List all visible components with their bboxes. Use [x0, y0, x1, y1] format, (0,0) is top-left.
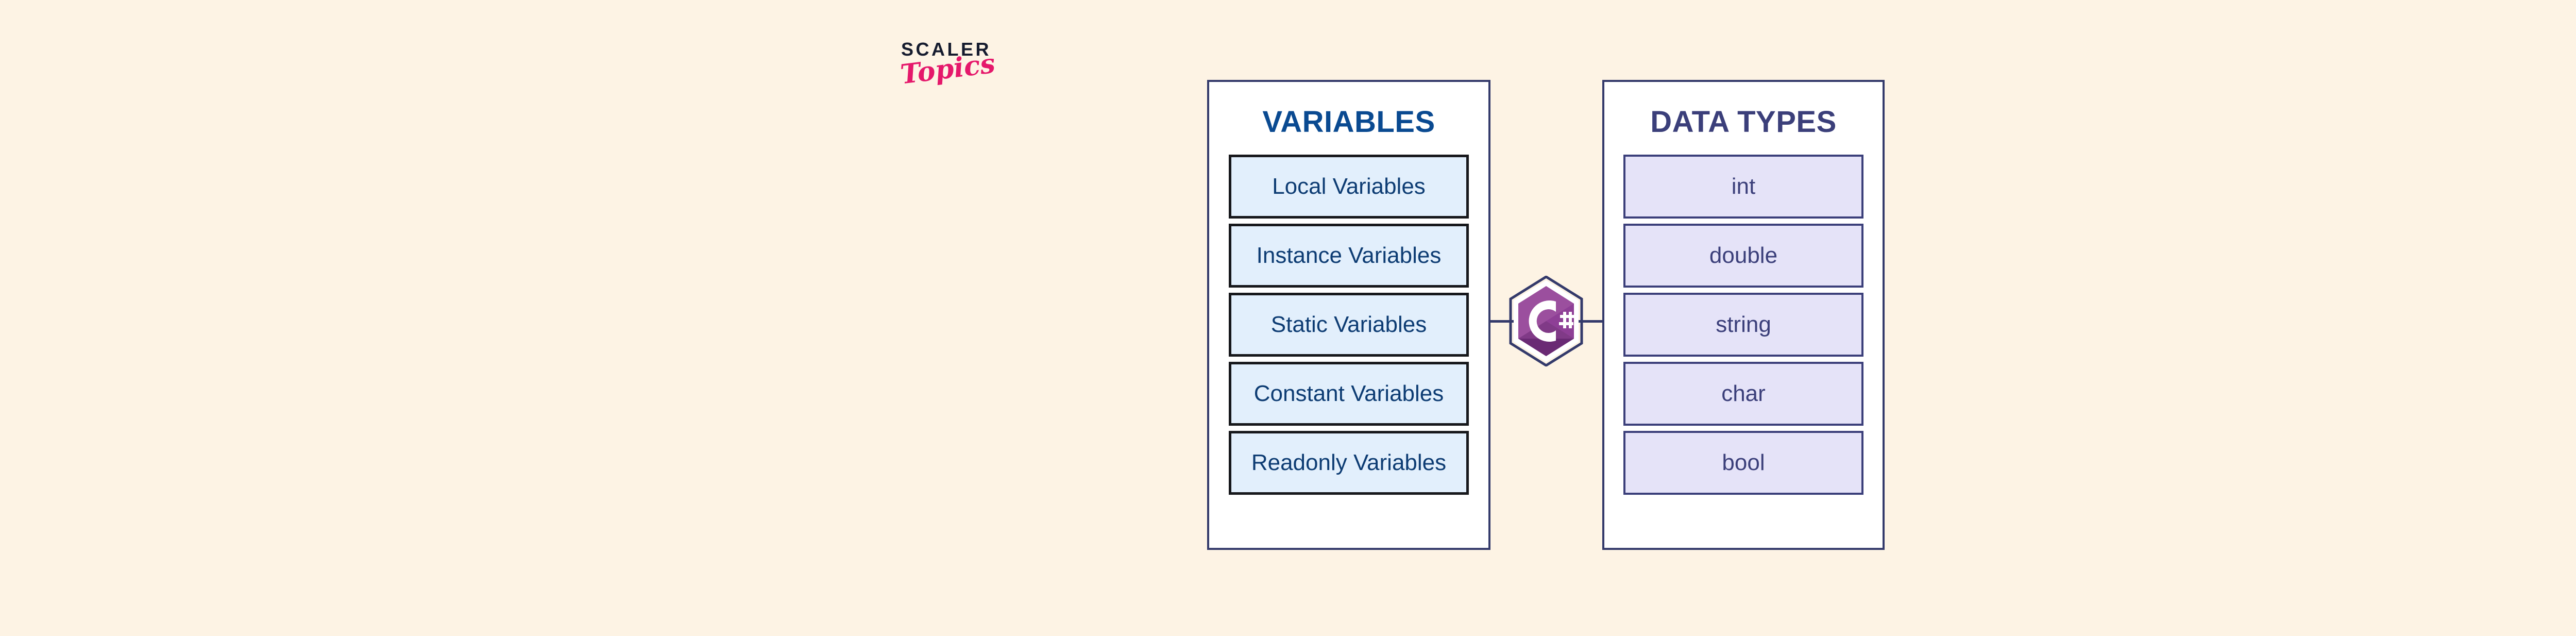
scaler-topics-logo: SCALER Topics	[899, 40, 1033, 118]
list-item[interactable]: int	[1623, 155, 1863, 219]
connector-line-right	[1575, 320, 1604, 323]
hash-glyph	[1559, 312, 1574, 328]
hexagon-outline	[1509, 276, 1583, 366]
hexagon-shade-lower	[1518, 321, 1574, 339]
variables-item-list: Local Variables Instance Variables Stati…	[1209, 155, 1488, 495]
list-item[interactable]: Readonly Variables	[1229, 431, 1469, 495]
list-item[interactable]: double	[1623, 224, 1863, 288]
panel-variables: VARIABLES Local Variables Instance Varia…	[1207, 80, 1490, 550]
list-item[interactable]: string	[1623, 293, 1863, 357]
list-item[interactable]: char	[1623, 362, 1863, 426]
hexagon-shade-right	[1546, 304, 1574, 339]
list-item[interactable]: Constant Variables	[1229, 362, 1469, 426]
csharp-hexagon-logo	[1509, 276, 1584, 366]
data-types-item-list: int double string char bool	[1604, 155, 1883, 495]
brand-wordmark-scaler: SCALER	[901, 39, 992, 60]
list-item[interactable]: bool	[1623, 431, 1863, 495]
hexagon-shade-bottom	[1518, 339, 1574, 356]
list-item[interactable]: Instance Variables	[1229, 224, 1469, 288]
panel-title-data-types: DATA TYPES	[1650, 105, 1837, 139]
panel-data-types: DATA TYPES int double string char bool	[1602, 80, 1885, 550]
letter-c-glyph	[1529, 300, 1556, 342]
list-item[interactable]: Local Variables	[1229, 155, 1469, 219]
panel-title-variables: VARIABLES	[1262, 105, 1435, 139]
connector-line-left	[1488, 320, 1517, 323]
list-item[interactable]: Static Variables	[1229, 293, 1469, 357]
